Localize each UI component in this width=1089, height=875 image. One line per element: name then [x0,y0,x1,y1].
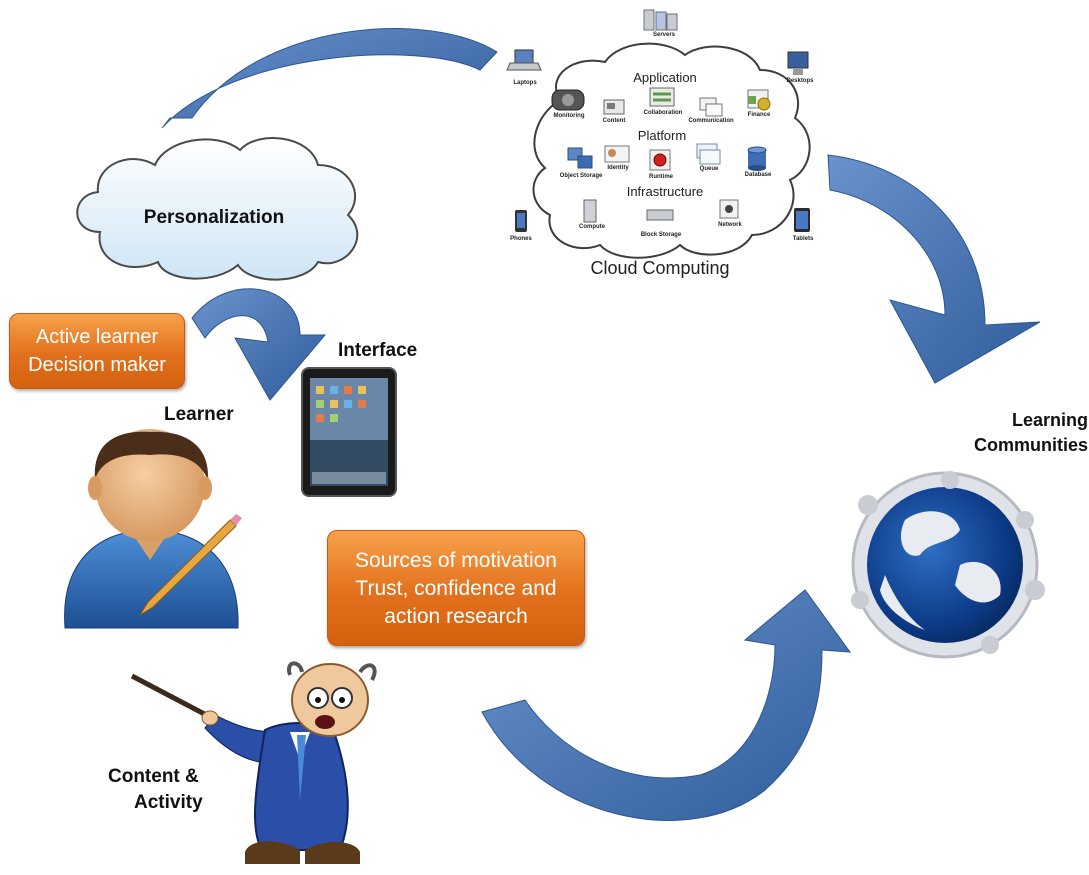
collaboration-icon [649,87,675,107]
globe-image [851,471,1045,659]
cc-database-label: Database [744,172,772,178]
arrow-personalization-to-learner [191,288,327,401]
cc-phones-label: Phones [510,236,532,242]
network-icon [719,199,739,219]
identity-icon [604,145,630,163]
interface-label: Interface [338,340,418,361]
block-storage-icon [646,209,674,221]
queue-icon [696,143,721,165]
learning-communities-line2: Communities [973,435,1088,455]
tablet-interface-image [301,367,397,497]
cc-monitoring-label: Monitoring [553,113,585,119]
content-activity-line2: Activity [134,792,203,813]
learning-communities-label: Learning Communities [940,408,1088,458]
phones-icon [515,210,527,232]
cc-content-label: Content [602,118,626,124]
learner-label: Learner [164,404,234,425]
personalization-cloud [76,137,359,281]
cc-infrastructure-label: Infrastructure [626,184,704,199]
cc-communication-label: Communication [688,118,734,124]
active-learner-line2: Decision maker [28,354,166,376]
arrow-content-to-communities [481,589,852,821]
finance-icon [747,89,771,111]
motivation-line1: Sources of motivation [355,549,557,572]
content-activity-label: Content & Activity [104,764,220,816]
arrow-cloud-to-communities [827,154,1041,384]
cc-platform-label: Platform [637,128,687,143]
tablets-icon [794,208,810,232]
communication-icon [699,97,723,117]
cc-tablets-label: Tablets [792,236,814,242]
cloud-computing-diagram [506,9,811,259]
personalization-label: Personalization [143,207,285,228]
learner-avatar [64,429,242,629]
active-learner-line1: Active learner [35,326,159,348]
pencil-icon [139,514,242,616]
cc-object-storage-label: Object Storage [559,173,603,179]
cc-finance-label: Finance [747,112,771,118]
cc-laptops-label: Laptops [513,80,537,86]
monitoring-icon [551,89,585,111]
cc-collaboration-label: Collaboration [643,110,683,116]
cc-identity-label: Identity [607,165,629,171]
motivation-box: Sources of motivation Trust, confidence … [327,530,585,646]
learning-communities-line1: Learning [1011,410,1088,430]
cc-queue-label: Queue [699,166,719,172]
cc-block-storage-label: Block Storage [640,232,682,238]
active-learner-box: Active learner Decision maker [9,313,185,389]
desktop-icon [787,51,809,75]
content-activity-line1: Content & [108,766,199,787]
servers-icon [643,9,678,31]
cc-network-label: Network [718,222,742,228]
cc-runtime-label: Runtime [649,174,673,180]
cc-compute-label: Compute [579,224,605,230]
cloud-computing-title: Cloud Computing [590,258,730,278]
laptop-icon [506,49,542,71]
cc-application-label: Application [633,70,697,85]
compute-icon [583,199,597,223]
motivation-line2: Trust, confidence and [355,577,557,600]
motivation-line3: action research [384,605,528,628]
object-storage-icon [567,147,593,169]
database-icon [747,146,767,171]
cc-servers-label: Servers [652,32,676,38]
content-icon [603,99,625,115]
runtime-icon [649,149,671,171]
teacher-cartoon [130,661,377,864]
cc-desktops-label: Desktops [786,78,814,84]
arrow-cloud-to-personalization [161,28,498,129]
